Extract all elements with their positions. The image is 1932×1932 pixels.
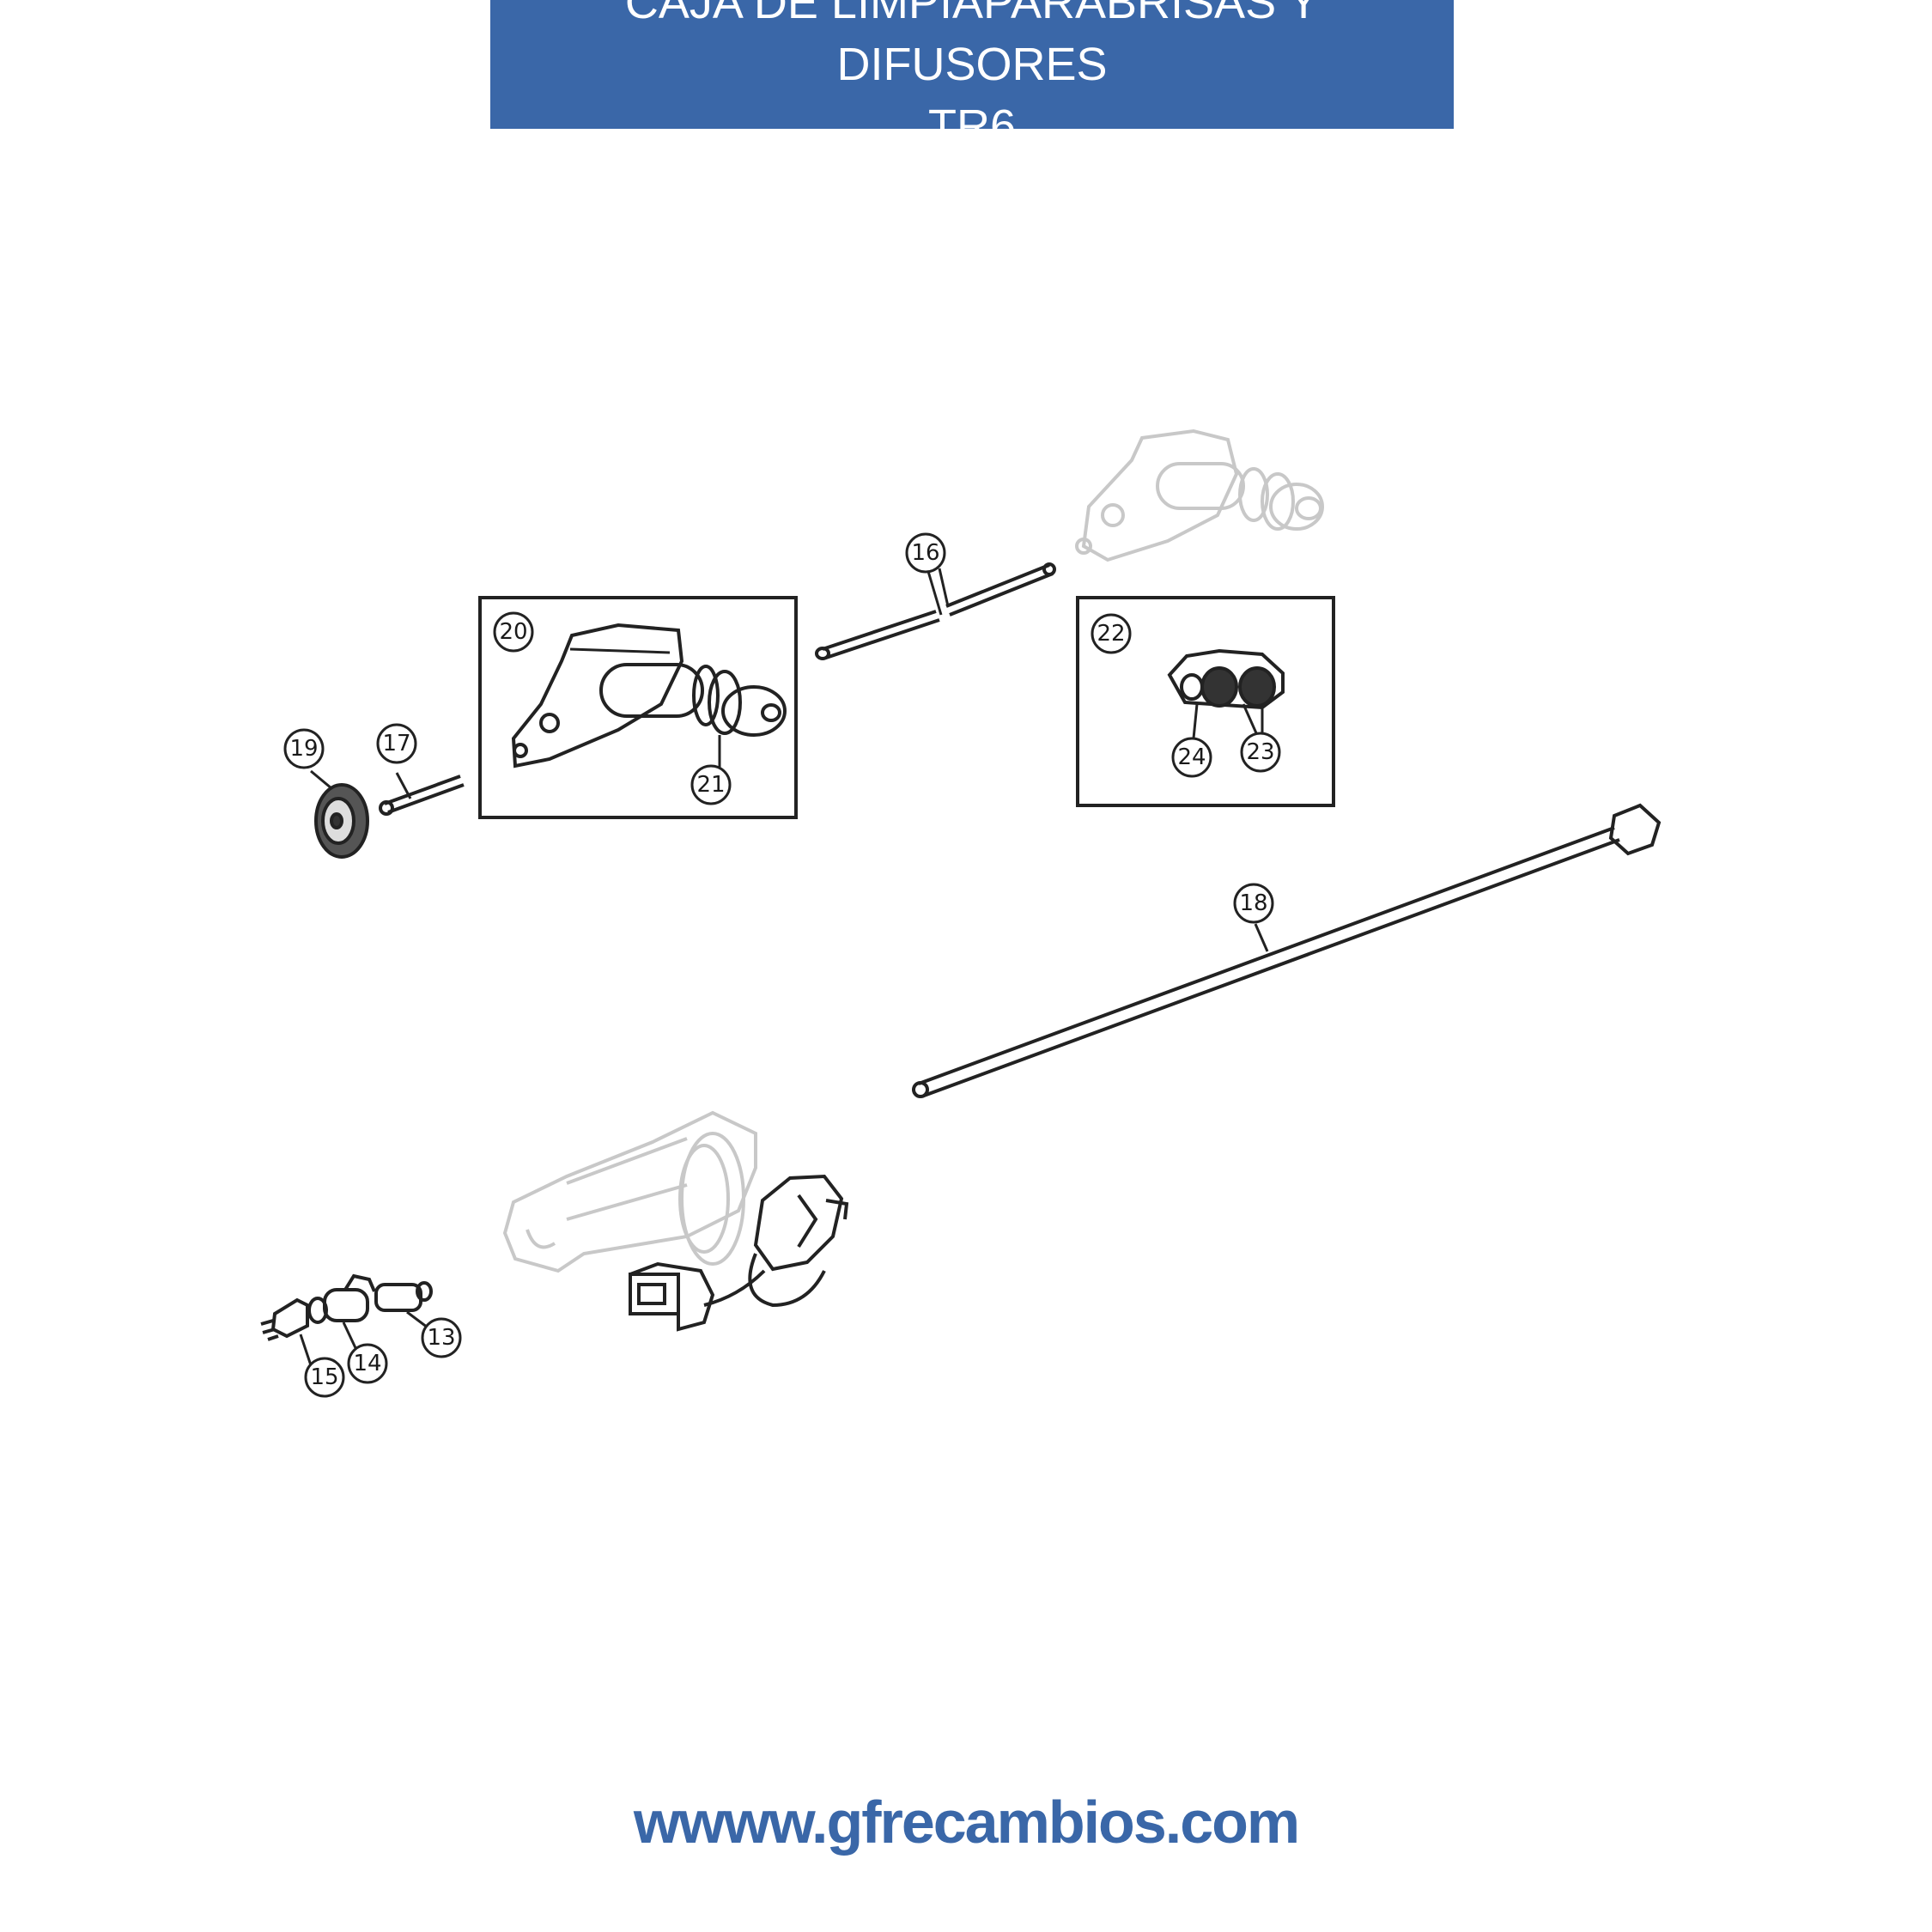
callout-24: 24 xyxy=(1171,737,1212,778)
title-line-2: TR6 xyxy=(927,100,1016,152)
title-line-1: CAJA DE LIMPIAPARABRISAS Y DIFUSORES xyxy=(624,0,1320,90)
part-22-group-box xyxy=(1076,596,1335,807)
callout-16: 16 xyxy=(905,532,946,574)
ghost-wiper-motor xyxy=(502,1110,757,1273)
part-17-short-rod xyxy=(379,772,465,816)
title-banner: CAJA DE LIMPIAPARABRISAS Y DIFUSORES TR6 xyxy=(490,0,1454,152)
part-22-spacer-block xyxy=(1167,648,1285,710)
callout-15-label: 15 xyxy=(310,1364,338,1390)
callout-19: 19 xyxy=(283,728,325,769)
callout-13: 13 xyxy=(421,1317,462,1358)
callout-18: 18 xyxy=(1233,883,1274,924)
part-16-rod xyxy=(815,562,1056,660)
part-18-long-rod xyxy=(912,803,1662,1098)
part-20-wheelbox xyxy=(511,623,787,769)
wiper-switch-harness xyxy=(629,1174,849,1332)
callout-17-label: 17 xyxy=(382,731,410,756)
part-20-group-box xyxy=(478,596,798,819)
part-19-pulley xyxy=(310,769,369,859)
callout-23-label: 23 xyxy=(1246,739,1274,765)
callout-20-label: 20 xyxy=(499,619,527,645)
callout-17: 17 xyxy=(376,723,417,764)
parts-13-15-connectors xyxy=(260,1273,433,1366)
callout-13-label: 13 xyxy=(427,1325,455,1351)
callout-23: 23 xyxy=(1240,732,1281,773)
callout-16-label: 16 xyxy=(911,540,939,566)
ghost-wheelbox-assembly xyxy=(1075,428,1324,562)
callout-22: 22 xyxy=(1091,613,1132,654)
callout-20: 20 xyxy=(493,611,534,653)
callout-24-label: 24 xyxy=(1177,744,1206,770)
callout-15: 15 xyxy=(304,1357,345,1398)
callout-18-label: 18 xyxy=(1239,890,1267,916)
callout-22-label: 22 xyxy=(1097,621,1125,647)
callout-21: 21 xyxy=(690,764,732,805)
callout-14-label: 14 xyxy=(353,1351,381,1376)
website-url[interactable]: wwww.gfrecambios.com xyxy=(633,1789,1300,1856)
callout-19-label: 19 xyxy=(289,736,318,762)
callout-21-label: 21 xyxy=(696,772,725,798)
callout-14: 14 xyxy=(347,1343,388,1384)
